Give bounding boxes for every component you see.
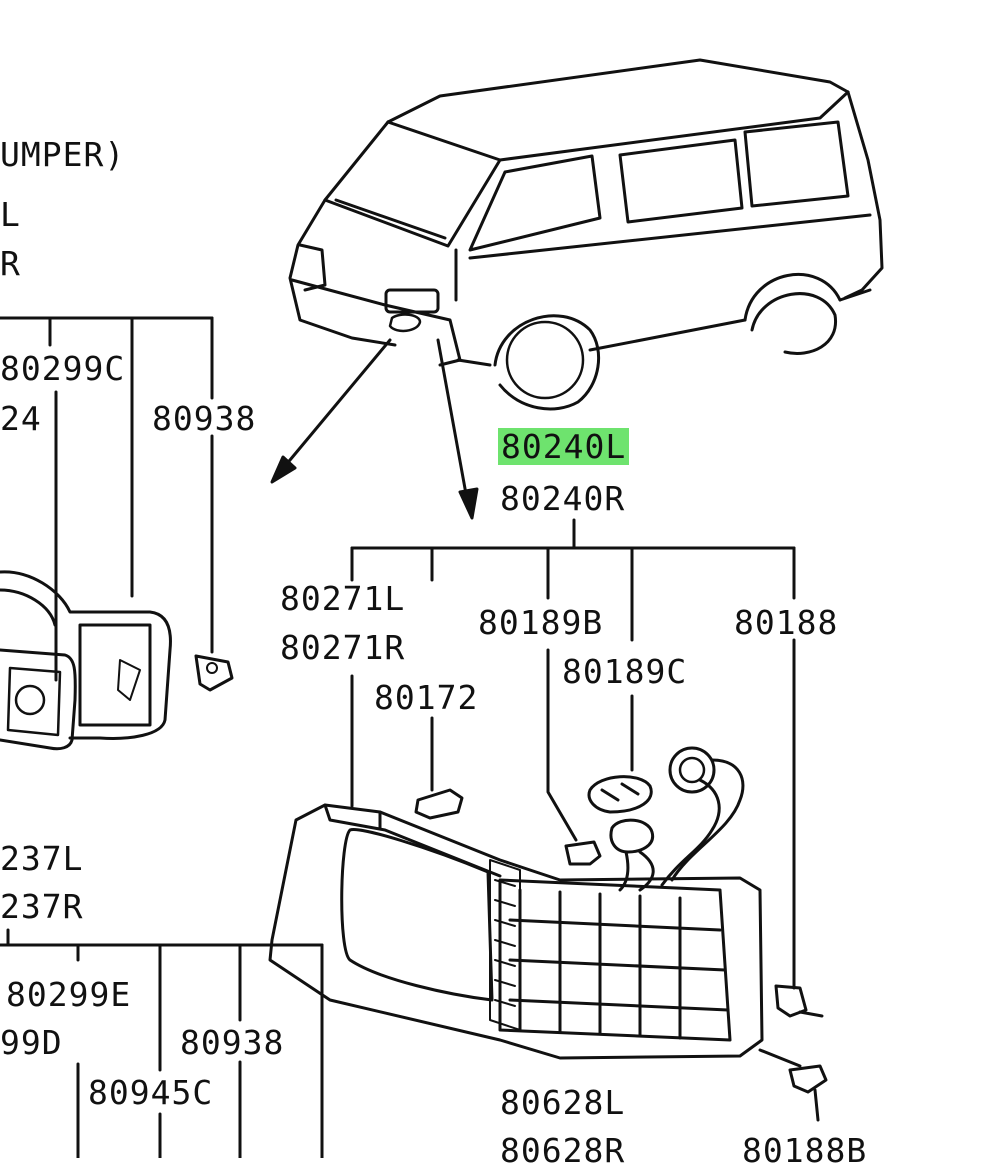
- label-80271r: 80271R: [280, 628, 406, 667]
- label-80189b: 80189B: [478, 603, 604, 642]
- label-80271l: 80271L: [280, 579, 406, 618]
- label-80188: 80188: [734, 603, 839, 642]
- label-80189c: 80189C: [562, 652, 688, 691]
- leader-lines-left-top: [0, 316, 214, 682]
- label-80299e: 80299E: [6, 975, 132, 1014]
- label-237l: 237L: [0, 839, 84, 878]
- label-right-suffix: R: [0, 244, 21, 283]
- label-80240r: 80240R: [500, 479, 626, 518]
- label-24: 24: [0, 399, 42, 438]
- leader-lines-left-bottom: [0, 928, 324, 1158]
- label-80299c: 80299C: [0, 349, 126, 388]
- left-headlamp: [0, 570, 234, 751]
- label-80628l: 80628L: [500, 1083, 626, 1122]
- label-237r: 237R: [0, 887, 84, 926]
- label-left-suffix: L: [0, 195, 21, 234]
- pointer-arrows: [270, 338, 479, 520]
- headlamp-assembly: [268, 746, 828, 1122]
- label-80172: 80172: [374, 678, 479, 717]
- label-80938-bottom: 80938: [180, 1023, 285, 1062]
- label-99d: 99D: [0, 1023, 63, 1062]
- label-80945c: 80945C: [88, 1073, 214, 1112]
- label-80188b: 80188B: [742, 1131, 868, 1170]
- label-80240l-highlighted[interactable]: 80240L: [498, 428, 630, 465]
- van-illustration: [288, 58, 884, 411]
- leader-lines-main: [350, 518, 796, 990]
- label-80628r: 80628R: [500, 1131, 626, 1170]
- label-bumper-note: UMPER): [0, 135, 126, 174]
- label-80938-top: 80938: [152, 399, 257, 438]
